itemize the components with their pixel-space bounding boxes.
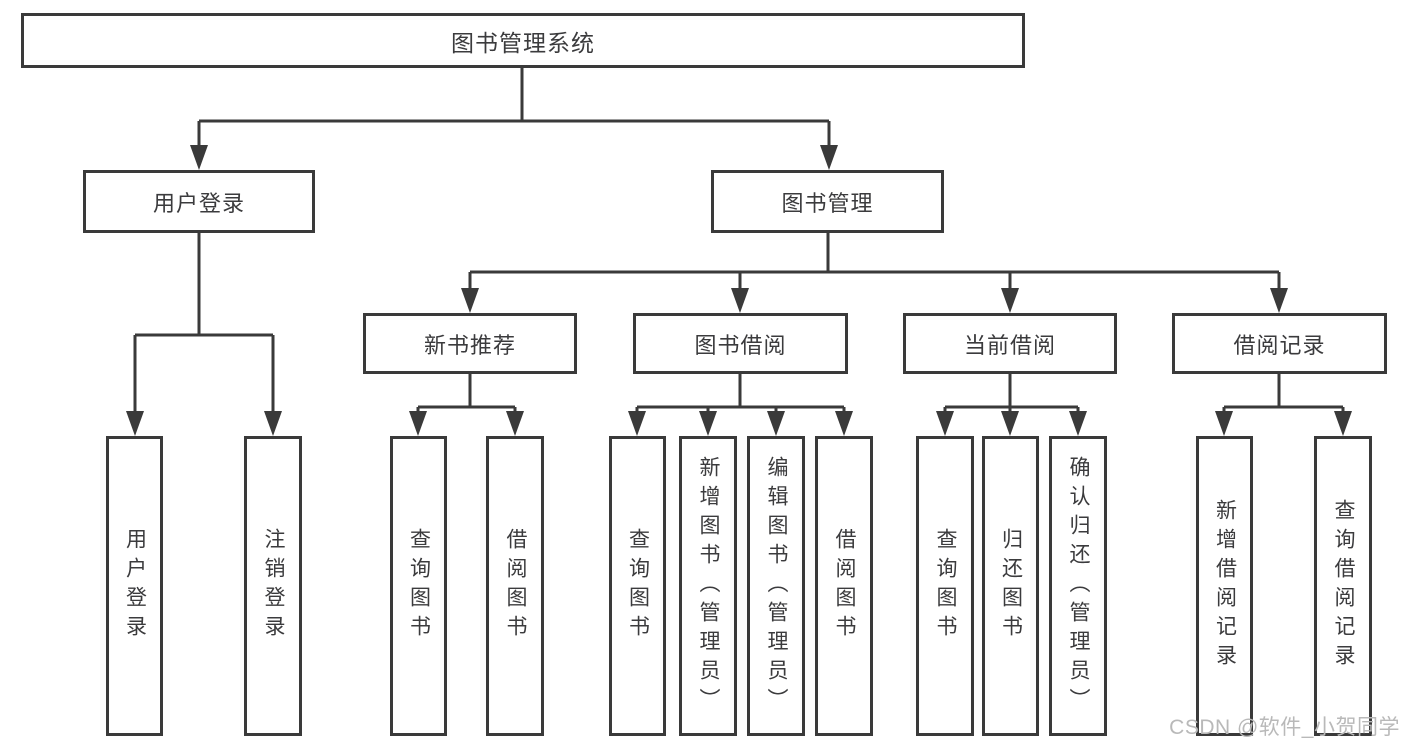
node-book-borrowing-label: 图书借阅 [694,332,787,358]
connector-newrec-to-leaves [416,374,517,414]
node-current-borrowing: 当前借阅 [903,313,1117,374]
leaf-user-login: 用户登录 [106,436,163,736]
leaf-query-books-current: 查询图书 [916,436,974,736]
connector-borrow-to-leaves [635,374,846,414]
node-new-book-recommend-label: 新书推荐 [423,332,516,358]
connector-mgmt-to-level3 [468,233,1281,291]
connector-mgmt-arrowheads [461,288,1288,313]
leaf-return-books: 归还图书 [982,436,1039,736]
leaf-add-book-admin: 新增图书（管理员） [679,436,737,736]
leaf-add-borrow-record: 新增借阅记录 [1196,436,1253,736]
node-user-login: 用户登录 [83,170,315,233]
node-root-library-system: 图书管理系统 [21,13,1025,68]
leaf-confirm-return-admin: 确认归还（管理员） [1049,436,1107,736]
leaf-borrow-books-borrowing: 借阅图书 [815,436,873,736]
leaf-query-books-recommend: 查询图书 [390,436,447,736]
connector-login-to-leaves [133,233,275,414]
node-book-borrowing: 图书借阅 [633,313,848,374]
connector-newrec-arrowheads [409,411,524,436]
connector-root-to-level2 [197,68,831,148]
node-current-borrowing-label: 当前借阅 [963,332,1056,358]
node-user-login-label: 用户登录 [152,190,245,216]
leaf-query-borrow-record: 查询借阅记录 [1314,436,1372,736]
connector-borrow-arrowheads [628,411,853,436]
connector-root-arrowheads [190,145,838,170]
csdn-watermark: CSDN @软件_小贺同学 [1169,716,1400,739]
node-book-management: 图书管理 [711,170,944,233]
leaf-edit-book-admin: 编辑图书（管理员） [747,436,805,736]
connector-records-arrowheads [1215,411,1352,436]
connector-records-to-leaves [1222,374,1345,414]
node-book-management-label: 图书管理 [781,190,874,216]
connector-login-arrowheads [126,411,282,436]
leaf-borrow-books-recommend: 借阅图书 [486,436,544,736]
node-borrowing-records: 借阅记录 [1172,313,1387,374]
leaf-logout: 注销登录 [244,436,302,736]
connector-current-arrowheads [936,411,1087,436]
node-borrowing-records-label: 借阅记录 [1233,332,1326,358]
node-new-book-recommend: 新书推荐 [363,313,577,374]
leaf-query-books-borrowing: 查询图书 [609,436,666,736]
connector-current-to-leaves [943,374,1080,414]
node-root-label: 图书管理系统 [451,29,595,56]
